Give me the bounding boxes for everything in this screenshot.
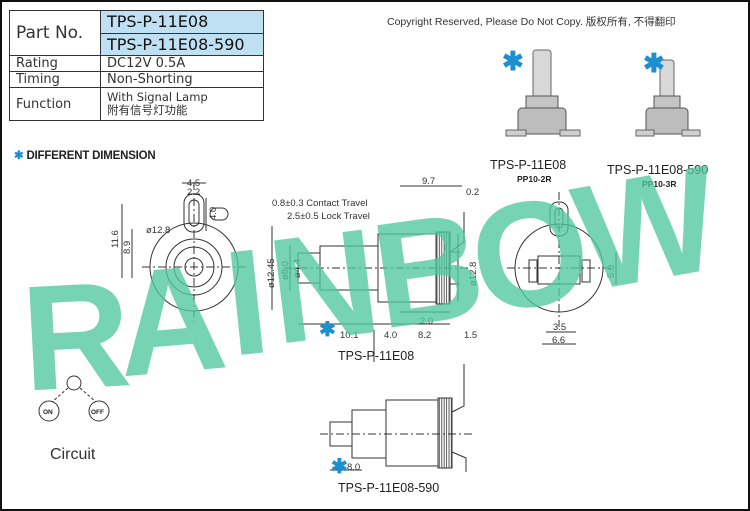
star-icon-side-view: ✱ (319, 319, 336, 341)
dim-8-2: 8.2 (418, 330, 431, 341)
product-2-shaft: PP10-3R (642, 179, 677, 189)
circuit-on-label: ON (43, 409, 53, 416)
part-no-label: Part No. (9, 10, 101, 56)
product-image-1 (505, 49, 581, 137)
dim-4-4: ø4.4 (292, 259, 303, 278)
dim-2-0: 2.0 (420, 316, 433, 327)
dim-4-0: 4.0 (208, 207, 219, 220)
dim-0-2: 0.2 (466, 187, 479, 198)
copyright-notice: Copyright Reserved, Please Do Not Copy. … (387, 16, 676, 28)
dim-5-0: 5.0 (606, 265, 617, 278)
dim-12-8a: ø12.8 (146, 225, 170, 236)
dim-9-7: 9.7 (422, 176, 435, 187)
circuit-title: Circuit (50, 446, 96, 463)
dim-12-45: ø12.45 (266, 258, 277, 288)
dim-4-5: 4.5 (187, 178, 200, 189)
circuit-off-label: OFF (91, 409, 104, 416)
dim-lock-travel: 2.5±0.5 Lock Travel (287, 211, 370, 222)
function-value-cn: 附有信号灯功能 (107, 103, 188, 117)
function-value: With Signal Lamp 附有信号灯功能 (100, 87, 264, 121)
side-view-label: TPS-P-11E08 (338, 349, 414, 363)
star-icon-product-2: ✱ (643, 48, 665, 78)
watermark-letter-a: A (109, 231, 231, 409)
dim-1-5: 1.5 (464, 330, 477, 341)
dim-10-1: 10.1 (340, 330, 359, 341)
function-value-en: With Signal Lamp (107, 90, 208, 104)
dim-11-6: 11.6 (110, 230, 121, 248)
dim-2-2: 2.2 (187, 187, 200, 198)
product-1-name: TPS-P-11E08 (490, 158, 566, 172)
dim-3-5: 3.5 (553, 322, 566, 333)
star-icon-product-1: ✱ (502, 46, 524, 76)
dim-6-6: 6.6 (552, 335, 565, 346)
circuit-symbol (38, 375, 110, 422)
different-dimension-note: ✱ DIFFERENT DIMENSION (14, 148, 156, 162)
part-number-1: TPS-P-11E08 (100, 10, 264, 34)
rear-view (507, 192, 617, 345)
bottom-view-label: TPS-P-11E08-590 (338, 481, 439, 495)
star-icon-bottom-view: ✱ (331, 456, 348, 478)
product-image-2 (635, 59, 701, 137)
product-2-name: TPS-P-11E08-590 (607, 163, 708, 177)
different-dimension-label: DIFFERENT DIMENSION (26, 150, 156, 162)
spec-table: Part No. TPS-P-11E08 TPS-P-11E08-590 Rat… (9, 10, 264, 121)
dim-4-0b: 4.0 (384, 330, 397, 341)
front-view (121, 182, 246, 322)
side-view (271, 185, 470, 362)
part-number-2: TPS-P-11E08-590 (100, 32, 264, 56)
dim-contact-travel: 0.8±0.3 Contact Travel (272, 198, 368, 209)
star-icon: ✱ (14, 150, 24, 162)
watermark-letter-w: W (562, 133, 730, 323)
dim-8-0b: 8.0 (347, 462, 360, 473)
dim-8-9: 8.9 (122, 241, 133, 254)
bottom-view (320, 364, 472, 472)
product-1-shaft: PP10-2R (517, 174, 552, 184)
dim-12-8b: ø12.8 (468, 262, 479, 286)
rating-label: Rating (9, 55, 101, 72)
dim-8-0: ø8.0 (280, 261, 291, 280)
